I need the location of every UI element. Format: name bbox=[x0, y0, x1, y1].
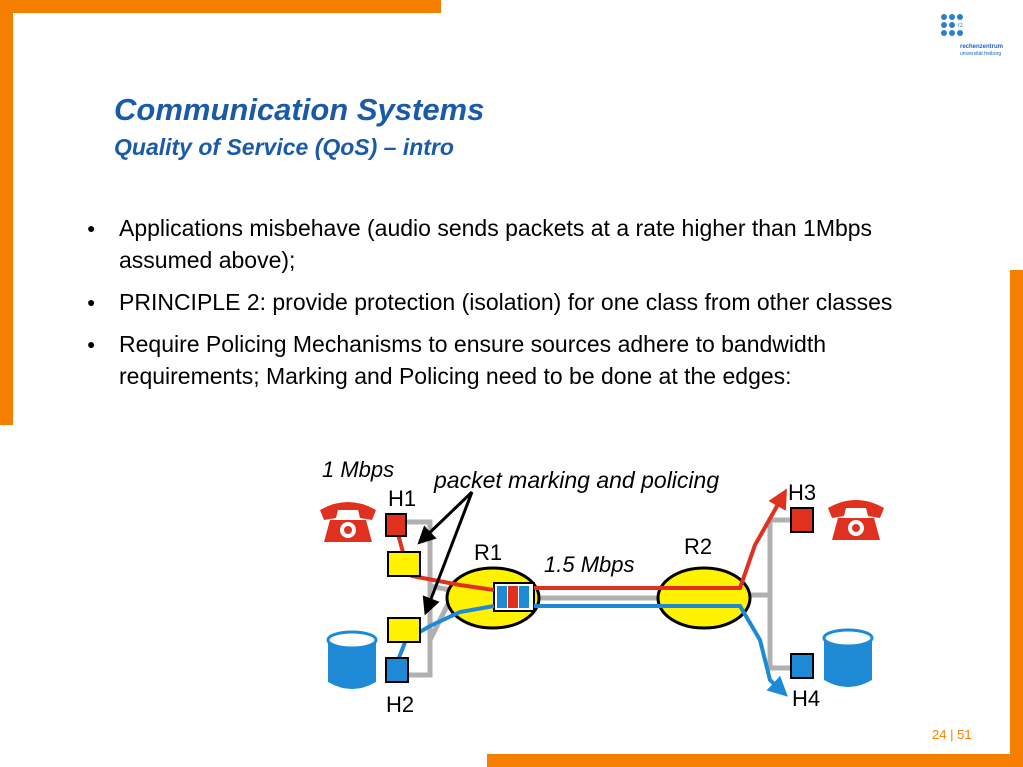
telephone-icon bbox=[320, 502, 376, 542]
top-accent-bar bbox=[0, 0, 441, 13]
page-number: 24 | 51 bbox=[932, 727, 972, 742]
host-label-h2: H2 bbox=[386, 692, 414, 717]
right-accent-bar bbox=[1010, 270, 1023, 767]
bullet-text: PRINCIPLE 2: provide protection (isolati… bbox=[119, 289, 893, 315]
router-label-r1: R1 bbox=[474, 540, 502, 565]
rate-label: 1 Mbps bbox=[322, 457, 394, 482]
slide-title: Communication Systems bbox=[114, 92, 485, 127]
page-separator: | bbox=[950, 727, 954, 742]
rz-logo-icon: rz bbox=[941, 14, 963, 36]
logo-line-2: universität freiburg bbox=[960, 51, 1002, 57]
host-h1 bbox=[385, 513, 407, 537]
left-accent-bar bbox=[0, 0, 13, 425]
telephone-icon bbox=[828, 500, 884, 540]
host-h2 bbox=[385, 657, 409, 683]
host-h3 bbox=[790, 507, 814, 533]
bullet-marker: ● bbox=[87, 220, 96, 236]
bullet-item: ● PRINCIPLE 2: provide protection (isolat… bbox=[87, 286, 967, 318]
logo-initials: rz bbox=[958, 23, 963, 29]
blue-flow bbox=[396, 604, 495, 661]
red-flow-out bbox=[534, 488, 787, 590]
bullet-text: Require Policing Mechanisms to ensure so… bbox=[119, 331, 827, 389]
host-label-h1: H1 bbox=[388, 486, 416, 511]
logo-wordmark: rechenzentrum universität freiburg bbox=[960, 44, 1003, 58]
bullet-list: ● Applications misbehave (audio sends pac… bbox=[87, 212, 967, 402]
marker-box-2 bbox=[387, 617, 421, 643]
bullet-marker: ● bbox=[87, 294, 96, 310]
bullet-text: Applications misbehave (audio sends pack… bbox=[119, 215, 873, 273]
host-label-h4: H4 bbox=[792, 686, 820, 711]
host-h4 bbox=[790, 653, 814, 679]
page-total: 51 bbox=[957, 727, 972, 742]
disk-storage-icon bbox=[822, 628, 874, 687]
page-current: 24 bbox=[932, 727, 947, 742]
network-diagram: 1 Mbps packet marking and policing H1 H2… bbox=[320, 457, 884, 717]
blue-flow-out bbox=[534, 604, 788, 697]
marking-pointer-2 bbox=[422, 491, 474, 616]
router-r2 bbox=[656, 566, 752, 630]
host-label-h3: H3 bbox=[788, 480, 816, 505]
slide-subtitle: Quality of Service (QoS) – intro bbox=[114, 134, 454, 160]
bullet-marker: ● bbox=[87, 336, 96, 352]
router-label-r2: R2 bbox=[684, 534, 712, 559]
bullet-item: ● Applications misbehave (audio sends pac… bbox=[87, 212, 967, 276]
marking-pointer-1 bbox=[417, 490, 474, 545]
queue-icon bbox=[493, 582, 535, 612]
disk-storage-icon bbox=[326, 630, 378, 689]
link-label: 1.5 Mbps bbox=[544, 552, 635, 577]
logo-line-1: rechenzentrum bbox=[960, 44, 1004, 50]
marker-box-1 bbox=[387, 551, 421, 577]
bullet-item: ● Require Policing Mechanisms to ensure s… bbox=[87, 328, 967, 392]
bottom-accent-bar bbox=[487, 754, 1023, 767]
marking-label: packet marking and policing bbox=[433, 467, 719, 493]
